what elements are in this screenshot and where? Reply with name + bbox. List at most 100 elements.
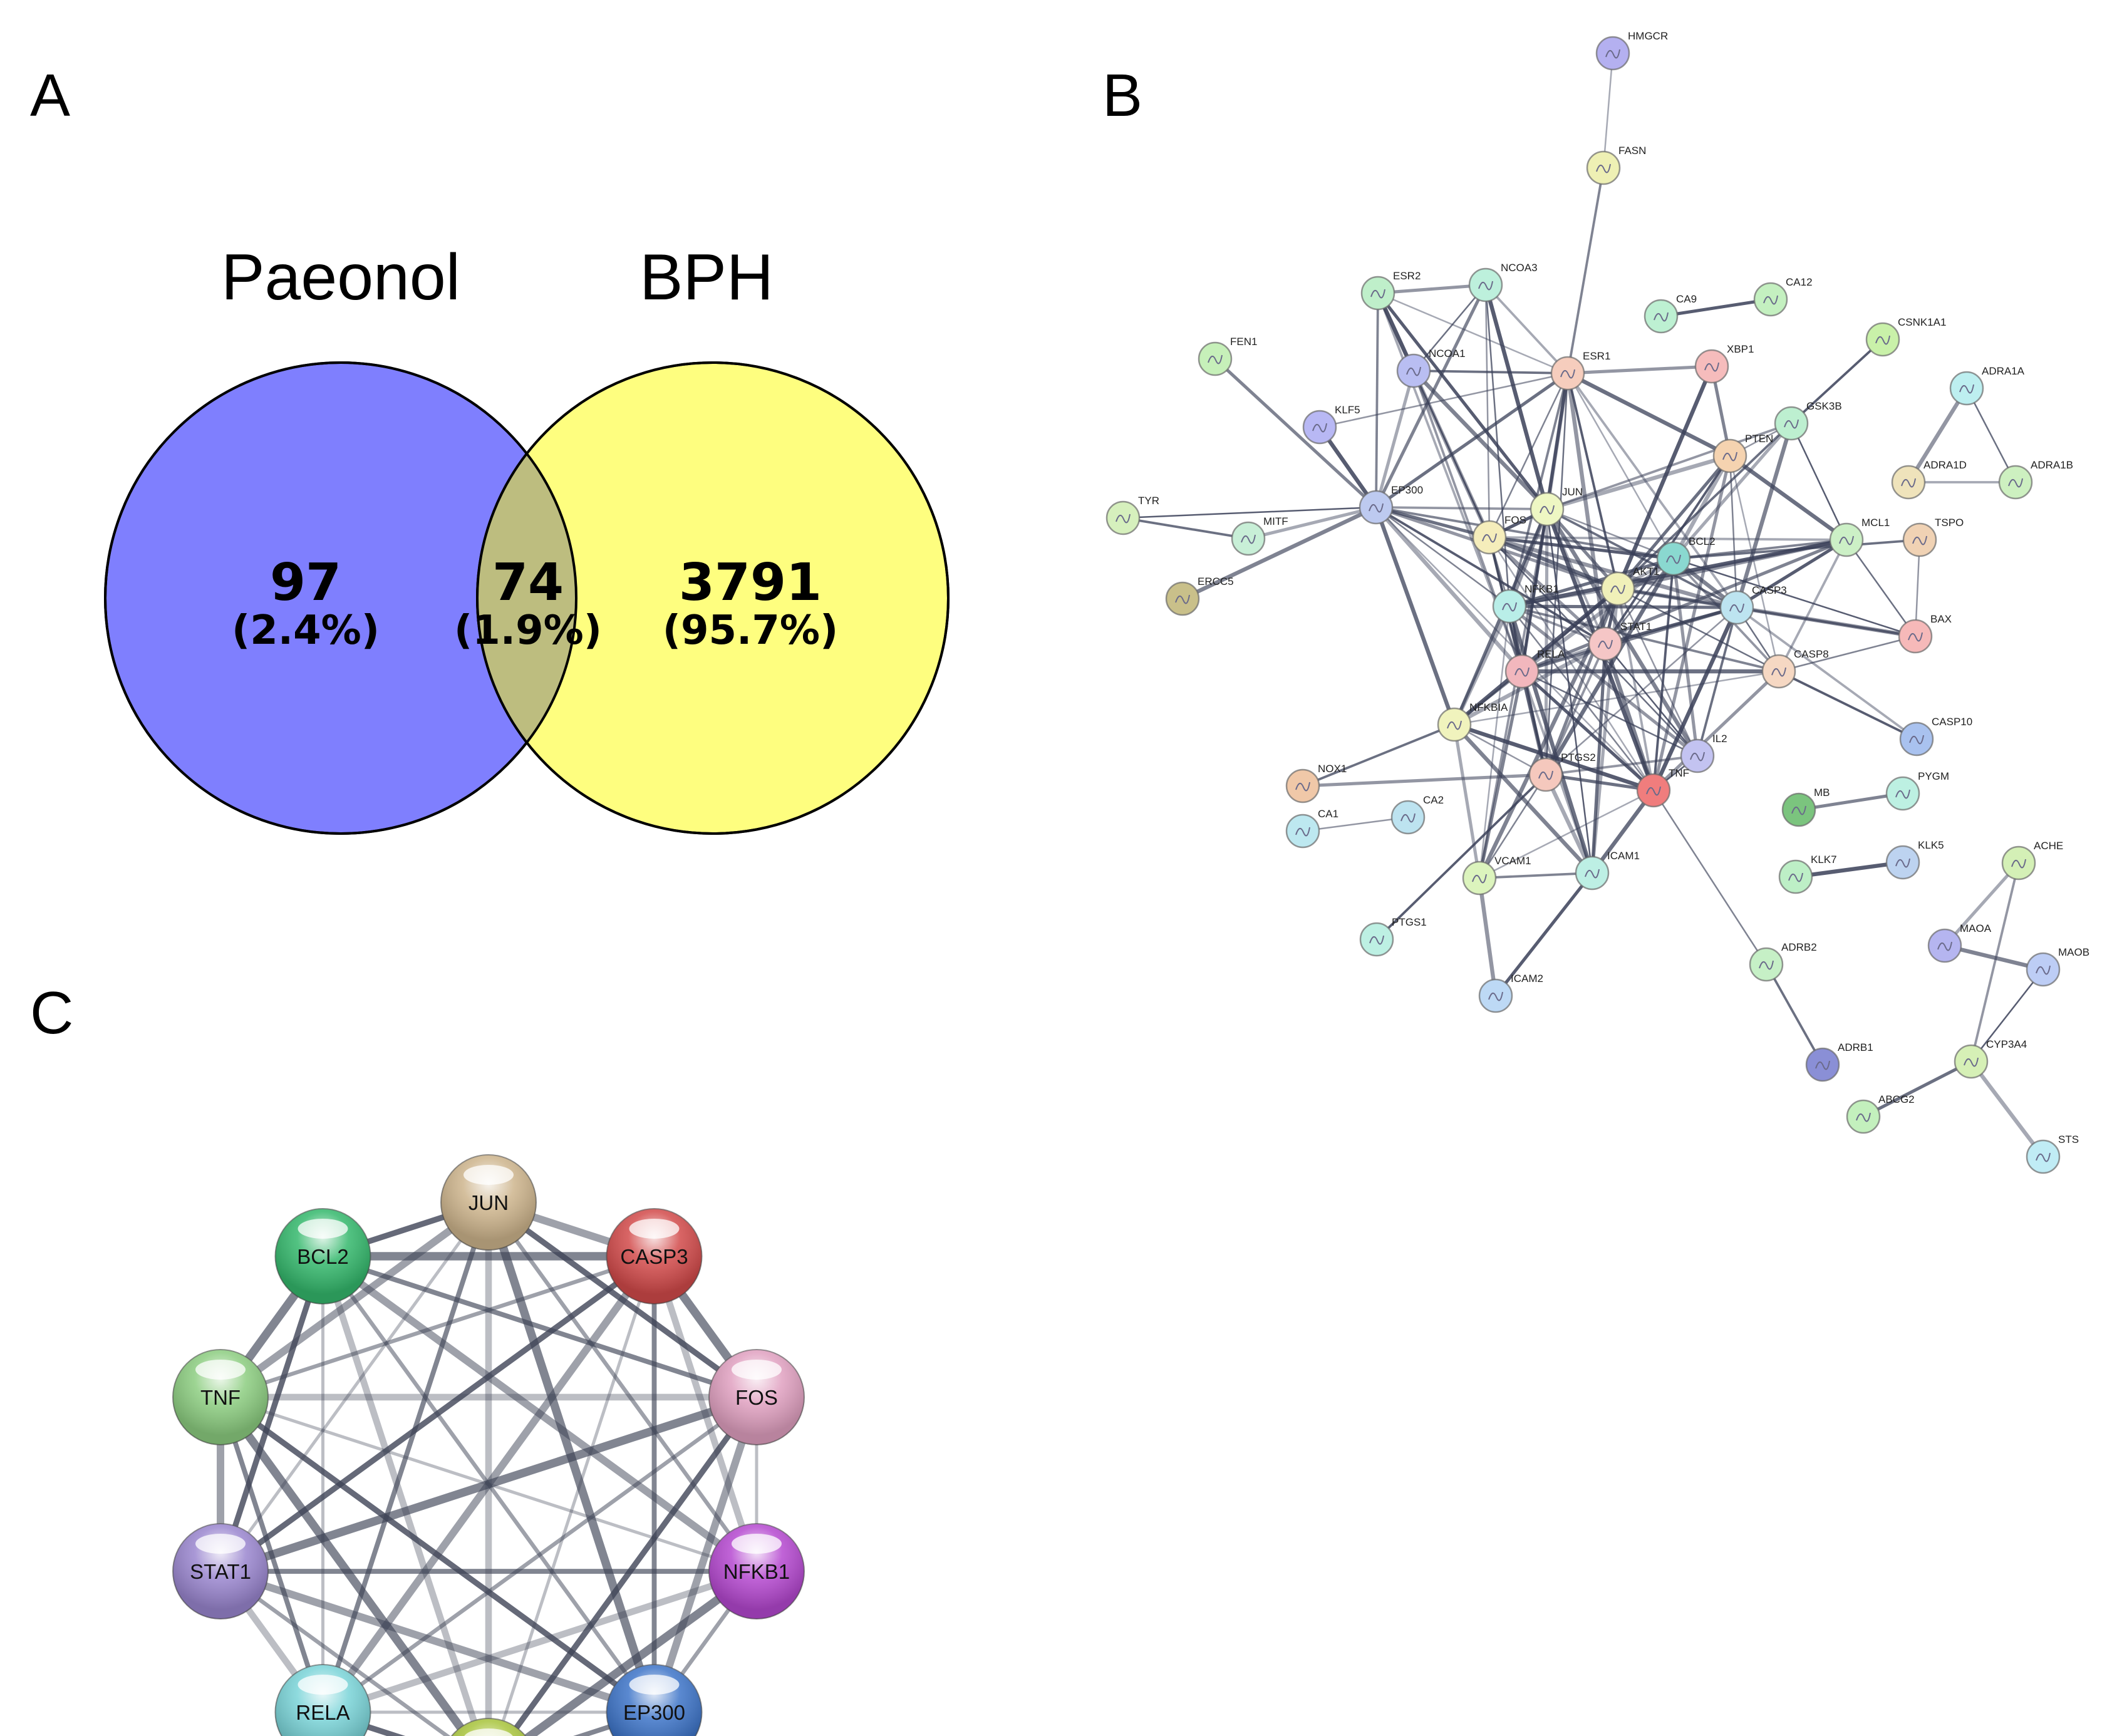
network-node-ptgs1[interactable]: PTGS1 (1359, 916, 1427, 957)
protein-structure-icon (1538, 770, 1553, 780)
network-node-ncoa3[interactable]: NCOA3 (1468, 262, 1538, 302)
network-node-casp8[interactable]: CASP8 (1761, 648, 1829, 689)
network-node-tyr[interactable]: TYR (1105, 495, 1159, 535)
network-node-cyp3a4[interactable]: CYP3A4 (1954, 1038, 2027, 1079)
network-node-ca9[interactable]: CA9 (1644, 293, 1697, 334)
protein-structure-icon (1784, 419, 1799, 429)
network-node-icam2[interactable]: ICAM2 (1478, 973, 1543, 1013)
network-node-bax[interactable]: BAX (1898, 613, 1952, 654)
network-node-adrb2[interactable]: ADRB2 (1749, 941, 1817, 982)
network-node-casp10[interactable]: CASP10 (1899, 716, 1972, 757)
network-node-adra1d[interactable]: ADRA1D (1891, 459, 1967, 500)
network-node-label: ESR1 (1583, 350, 1610, 362)
protein-structure-icon (1478, 281, 1493, 291)
protein-structure-icon (1895, 789, 1910, 799)
network-node-label: MCL1 (1861, 517, 1890, 529)
network-node-esr1[interactable]: ESR1 (1550, 350, 1610, 391)
hub-node-akt1[interactable]: AKT1 (441, 1718, 536, 1736)
hub-node-jun[interactable]: JUN (440, 1154, 537, 1251)
network-node-fos[interactable]: FOS (1472, 514, 1526, 555)
network-node-vcam1[interactable]: VCAM1 (1462, 855, 1531, 896)
network-node-label: ACHE (2034, 840, 2063, 852)
network-node-ercc5[interactable]: ERCC5 (1165, 576, 1234, 616)
network-node-stat1[interactable]: STAT1 (1588, 621, 1652, 661)
network-node-sts[interactable]: STS (2026, 1134, 2079, 1174)
network-node-casp3[interactable]: CASP3 (1719, 584, 1787, 625)
network-node-icam1[interactable]: ICAM1 (1575, 850, 1640, 891)
network-node-adra1a[interactable]: ADRA1A (1949, 365, 2025, 406)
network-node-il2[interactable]: IL2 (1680, 733, 1727, 773)
network-node-fasn[interactable]: FASN (1586, 145, 1646, 185)
venn-left-count: 97 (270, 553, 341, 612)
network-node-akt1[interactable]: AKT1 (1600, 566, 1660, 606)
network-node-ncoa1[interactable]: NCOA1 (1396, 348, 1466, 388)
network-node-nfkbia[interactable]: NFKBIA (1437, 701, 1508, 742)
network-node-mcl1[interactable]: MCL1 (1829, 517, 1890, 557)
network-node-jun[interactable]: JUN (1530, 486, 1583, 527)
protein-structure-icon (1654, 312, 1669, 322)
hub-node-tnf[interactable]: TNF (172, 1348, 269, 1445)
network-node-adrb1[interactable]: ADRB1 (1805, 1041, 1873, 1082)
hub-node-rela[interactable]: RELA (274, 1664, 371, 1736)
network-node-gsk3b[interactable]: GSK3B (1774, 400, 1842, 441)
network-node-ca12[interactable]: CA12 (1753, 276, 1813, 317)
network-node-klk7[interactable]: KLK7 (1778, 854, 1837, 894)
network-node-pygm[interactable]: PYGM (1885, 770, 1949, 811)
protein-structure-icon (1472, 874, 1487, 884)
network-node-esr2[interactable]: ESR2 (1360, 270, 1421, 311)
network-node-nox1[interactable]: NOX1 (1285, 763, 1347, 803)
network-edge (1181, 505, 1377, 601)
network-node-csnk1a1[interactable]: CSNK1A1 (1865, 316, 1946, 357)
network-edge (1484, 284, 1491, 538)
network-edge (1790, 423, 1848, 540)
protein-structure-icon (1488, 991, 1503, 1001)
network-node-pten[interactable]: PTEN (1712, 433, 1773, 473)
protein-structure-icon (1540, 505, 1555, 515)
network-edge (1122, 517, 1249, 540)
network-node-mb[interactable]: MB (1781, 787, 1830, 827)
network-node-fen1[interactable]: FEN1 (1198, 336, 1257, 376)
protein-structure-icon (1875, 335, 1890, 345)
network-node-mitf[interactable]: MITF (1231, 515, 1288, 556)
network-node-xbp1[interactable]: XBP1 (1694, 343, 1754, 384)
network-edge (1375, 371, 1569, 509)
hub-node-ep300[interactable]: EP300 (606, 1664, 703, 1736)
network-edge (1672, 558, 1699, 757)
network-node-label: MAOB (2058, 946, 2089, 958)
network-node-ca1[interactable]: CA1 (1285, 808, 1338, 849)
hub-edge (320, 1253, 759, 1574)
network-edge (1970, 862, 2020, 1062)
network-node-klf5[interactable]: KLF5 (1302, 404, 1360, 445)
network-node-ca2[interactable]: CA2 (1390, 794, 1444, 835)
network-node-ep300[interactable]: EP300 (1359, 484, 1423, 525)
network-node-label: KLK5 (1918, 839, 1944, 851)
network-node-adra1b[interactable]: ADRA1B (1998, 459, 2073, 500)
hub-node-nfkb1[interactable]: NFKB1 (708, 1523, 805, 1620)
network-node-klk5[interactable]: KLK5 (1885, 839, 1944, 880)
network-node-ache[interactable]: ACHE (2001, 840, 2063, 881)
network-node-tspo[interactable]: TSPO (1902, 517, 1964, 557)
protein-structure-icon (1502, 602, 1517, 612)
hub-node-casp3[interactable]: CASP3 (606, 1207, 703, 1305)
venn-left-outline (104, 361, 577, 835)
network-node-tnf[interactable]: TNF (1636, 767, 1689, 808)
network-edge (1566, 373, 1675, 559)
hub-node-label: TNF (200, 1386, 241, 1409)
network-node-abcg2[interactable]: ABCG2 (1846, 1093, 1915, 1134)
network-node-rela[interactable]: RELA (1504, 648, 1565, 689)
network-node-hmgcr[interactable]: HMGCR (1595, 30, 1668, 71)
network-edge (1545, 373, 1569, 775)
network-node-nfkb1[interactable]: NFKB1 (1492, 583, 1559, 624)
hub-node-bcl2[interactable]: BCL2 (274, 1207, 371, 1305)
network-edge (1521, 670, 1698, 757)
network-edge (1509, 557, 1674, 608)
hub-node-fos[interactable]: FOS (708, 1348, 805, 1445)
network-node-ptgs2[interactable]: PTGS2 (1528, 752, 1596, 792)
hub-node-stat1[interactable]: STAT1 (172, 1523, 269, 1620)
network-edge (1319, 372, 1568, 428)
network-node-maoa[interactable]: MAOA (1927, 922, 1992, 963)
network-node-bcl2[interactable]: BCL2 (1656, 535, 1716, 576)
network-node-label: PTGS2 (1561, 752, 1596, 763)
network-node-maob[interactable]: MAOB (2026, 946, 2089, 987)
